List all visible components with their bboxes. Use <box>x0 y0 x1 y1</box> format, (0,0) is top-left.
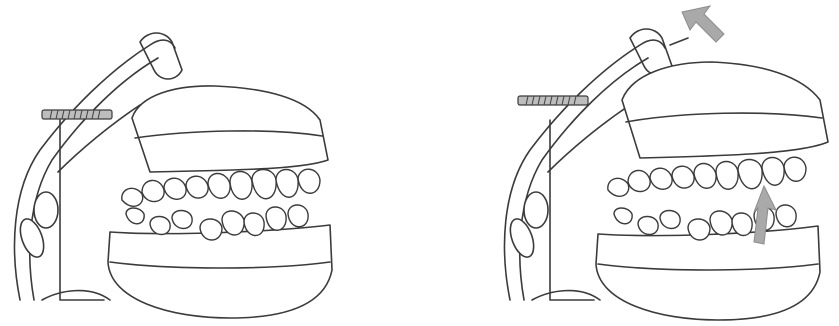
upper-teeth <box>608 157 806 196</box>
articulator-ring-clamp <box>524 192 548 228</box>
adjusting-screw <box>42 110 112 119</box>
articulator-frame-brace <box>548 105 630 172</box>
articulator-open-svg <box>420 0 839 326</box>
upper-model-base <box>622 62 828 158</box>
lower-model-base <box>108 225 332 318</box>
articulator-ring-clamp <box>34 192 58 228</box>
articulator-base <box>532 291 600 300</box>
articulator-illustration-closed <box>0 0 419 326</box>
articulator-post <box>60 120 104 300</box>
adjusting-screw <box>518 96 588 105</box>
upper-teeth <box>122 169 320 206</box>
articulator-illustration-open <box>420 0 839 326</box>
upper-model-base <box>132 86 328 172</box>
articulator-hinge-pin <box>670 38 688 45</box>
articulator-base <box>42 291 110 300</box>
up-left-arrow-icon <box>682 6 724 42</box>
articulator-closed-svg <box>0 0 419 326</box>
articulator-post <box>550 120 594 300</box>
lower-model-base <box>596 226 820 320</box>
